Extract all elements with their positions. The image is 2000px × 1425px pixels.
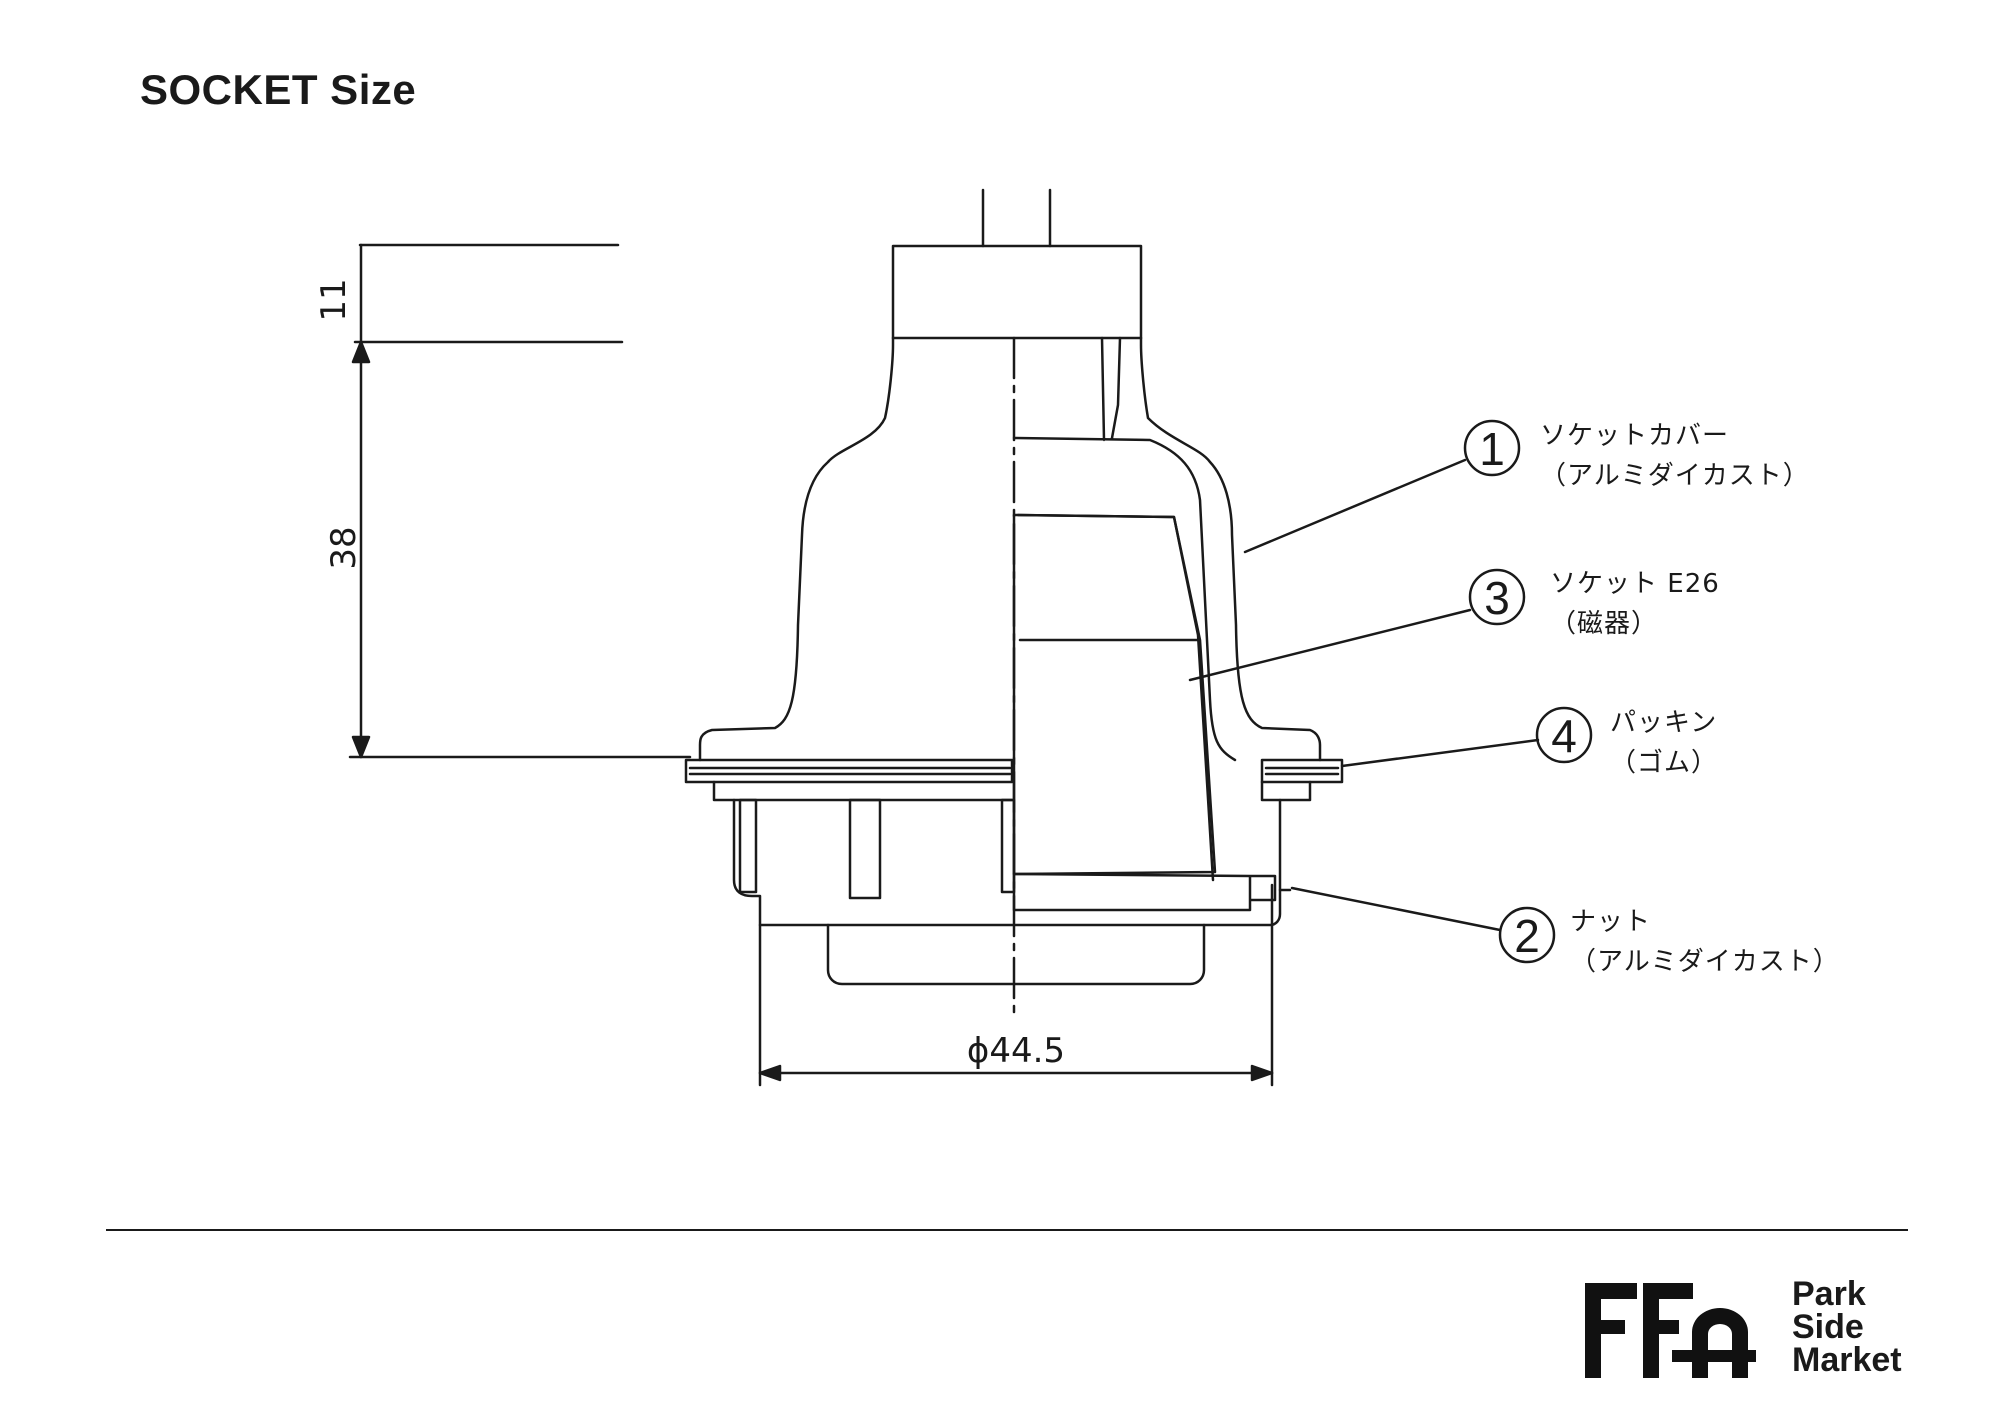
callout-1-number: 1: [1479, 423, 1505, 475]
dimension-diameter-label: ϕ44.5: [967, 1031, 1065, 1071]
callout-4-material: （ゴム）: [1610, 748, 1719, 778]
callout-1-label: ソケットカバー （アルミダイカスト）: [1540, 416, 1810, 496]
callout-1: 1: [1243, 419, 1521, 554]
callout-3: 3: [1188, 568, 1526, 682]
cord-cap: [891, 244, 1143, 340]
socket-cover-section: [1012, 336, 1237, 882]
callout-2-label: ナット （アルミダイカスト）: [1570, 902, 1840, 982]
callout-2-name: ナット: [1570, 907, 1652, 937]
callout-4-name: パッキン: [1610, 708, 1718, 738]
dimension-11-label: 11: [314, 278, 354, 321]
brand-name: Park Side Market: [1792, 1275, 1902, 1379]
page-title: SOCKET Size: [140, 66, 417, 113]
dimension-38: 38: [324, 340, 692, 759]
callout-3-name: ソケット E26: [1550, 569, 1720, 599]
socket-e26-body: [1012, 513, 1217, 876]
nut: [732, 798, 1282, 927]
cord-wires: [981, 188, 1052, 248]
callout-4-number: 4: [1551, 710, 1577, 762]
park-side-market-logo: [1585, 1283, 1756, 1378]
socket-cover: [698, 336, 1322, 762]
bottom-skirt: [826, 923, 1206, 986]
callout-3-label: ソケット E26 （磁器）: [1550, 564, 1720, 644]
dimension-38-label: 38: [324, 526, 364, 569]
brand-line-1: Park: [1792, 1275, 1866, 1313]
callout-1-name: ソケットカバー: [1540, 421, 1730, 451]
nut-lugs: [738, 798, 1016, 900]
callout-2: 2: [1290, 886, 1556, 964]
callout-2-number: 2: [1514, 910, 1540, 962]
brand-line-2: Side: [1792, 1308, 1864, 1346]
dimension-11: 11: [314, 243, 624, 344]
callout-4: 4: [1340, 706, 1593, 768]
callout-1-material: （アルミダイカスト）: [1540, 461, 1810, 491]
packing-flange: [684, 758, 1344, 802]
callout-3-material: （磁器）: [1550, 609, 1659, 639]
brand-line-3: Market: [1792, 1341, 1902, 1379]
callout-4-label: パッキン （ゴム）: [1610, 703, 1718, 783]
callout-2-material: （アルミダイカスト）: [1570, 947, 1840, 977]
footer-divider: [106, 1229, 1908, 1231]
nut-inner: [1012, 872, 1292, 912]
dimension-diameter: ϕ44.5: [758, 883, 1274, 1087]
callout-3-number: 3: [1484, 572, 1510, 624]
